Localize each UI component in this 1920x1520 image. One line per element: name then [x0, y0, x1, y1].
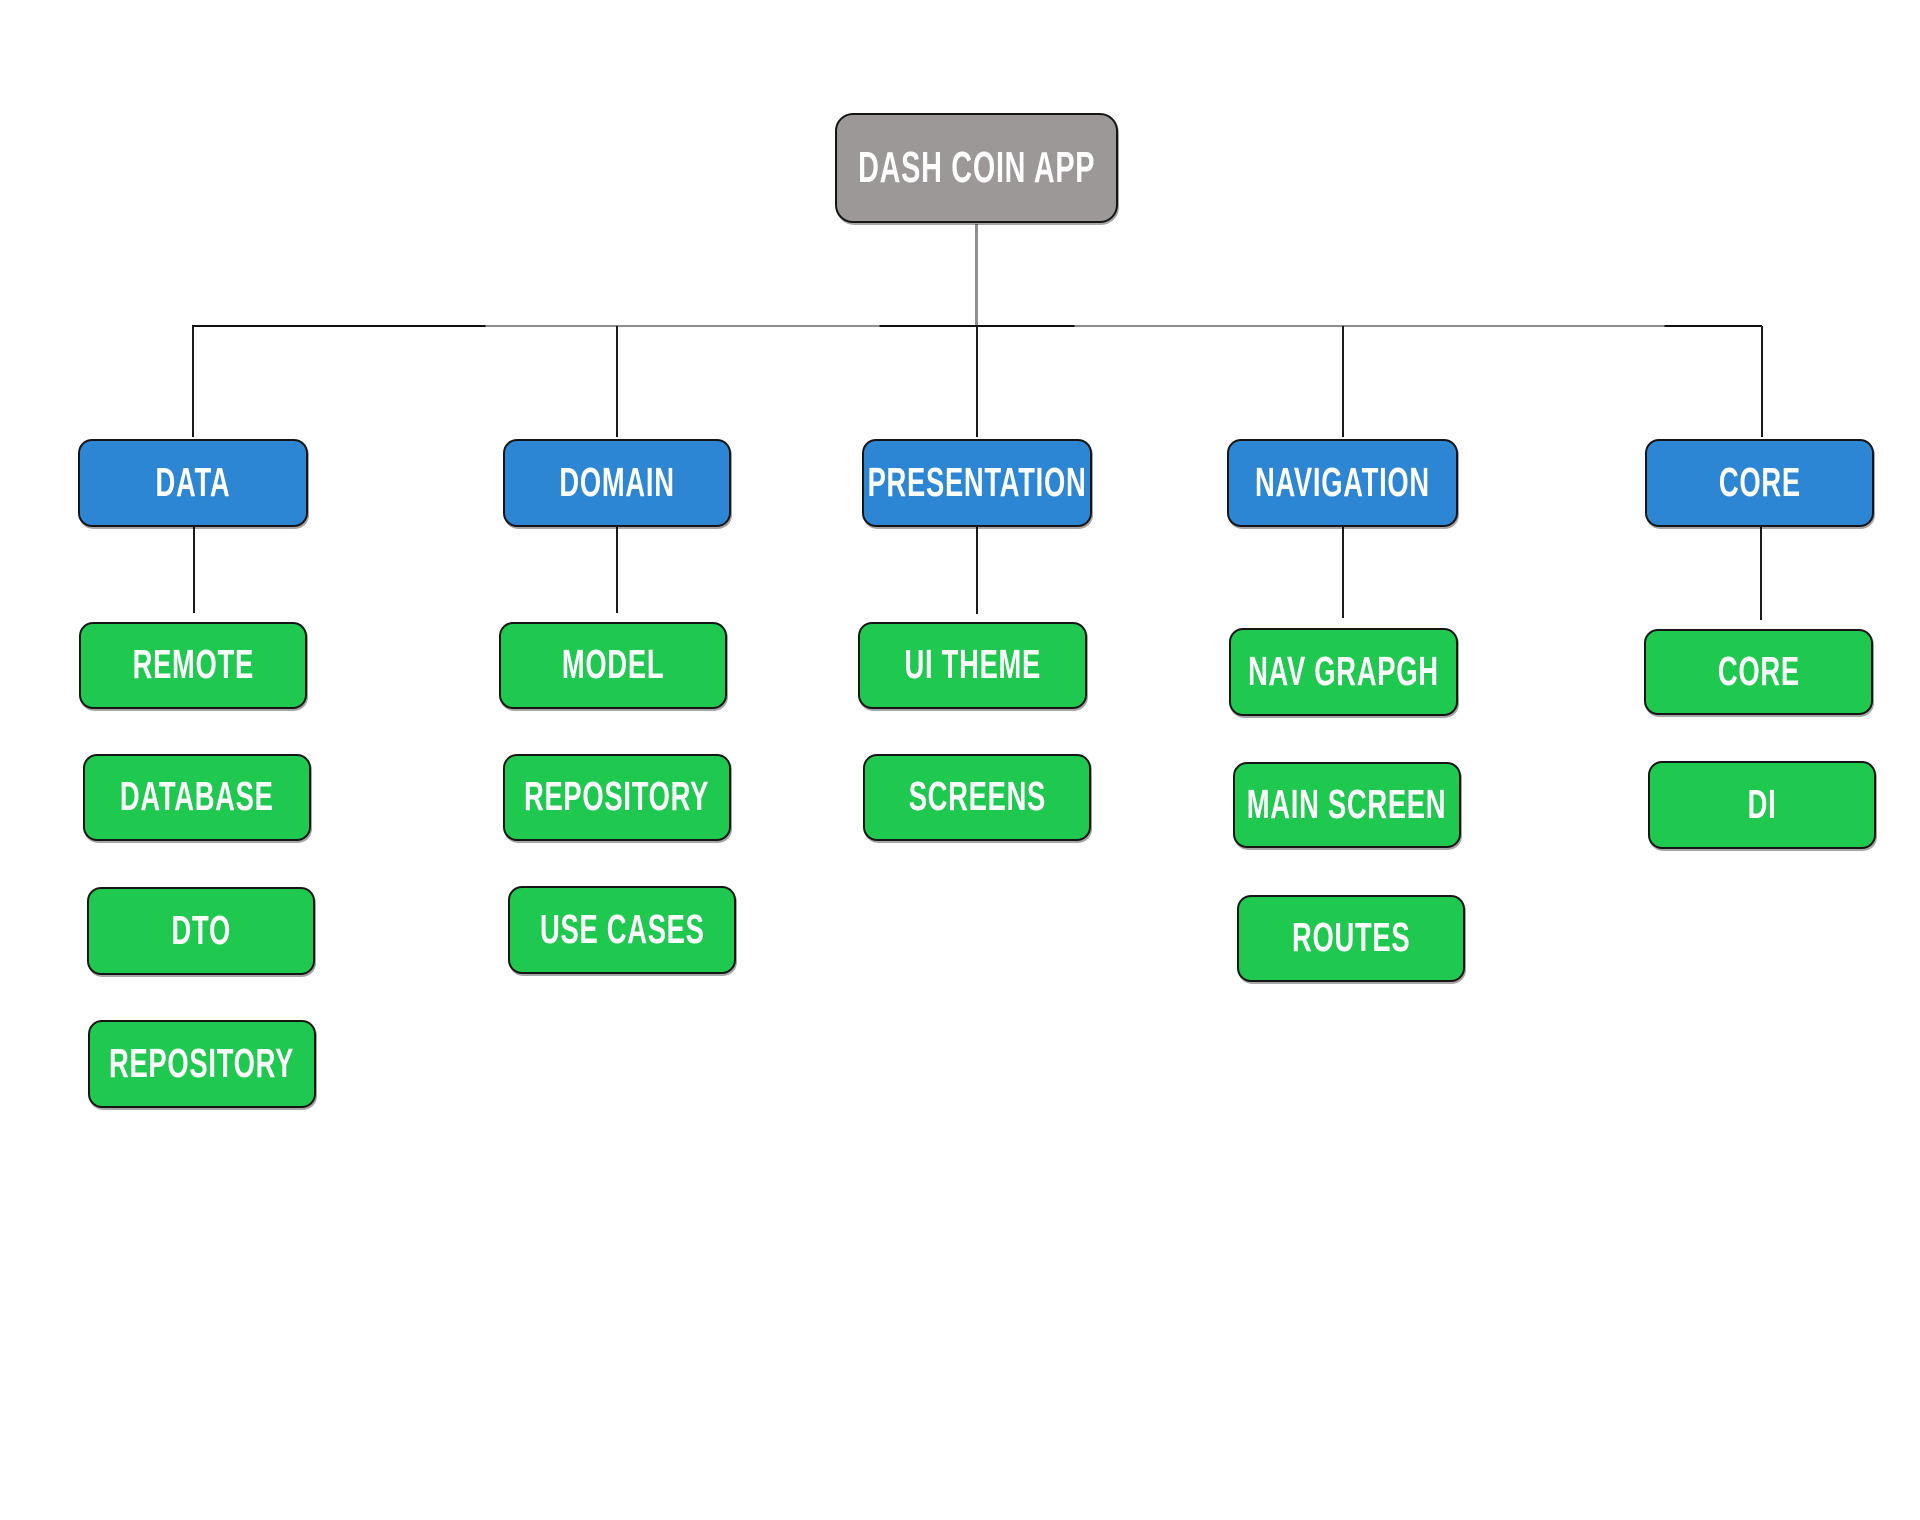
branch-node-domain-label: DOMAIN [559, 459, 675, 506]
leaf-node-core-label: CORE [1717, 648, 1800, 695]
leaf-node-remote[interactable]: REMOTE [79, 622, 307, 709]
leaf-node-domain-repository-label: REPOSITORY [524, 774, 710, 820]
leaf-node-di[interactable]: DI [1648, 761, 1876, 849]
connector-branch-drop-data [192, 326, 194, 437]
root-node[interactable]: DASH COIN APP [835, 113, 1118, 223]
leaf-node-model[interactable]: MODEL [499, 622, 727, 709]
connector-leaf-drop-data [193, 527, 195, 613]
leaf-node-di-label: DI [1747, 781, 1777, 828]
connector-branch-drop-navigation [1342, 326, 1344, 437]
leaf-node-routes-label: ROUTES [1291, 915, 1411, 961]
branch-node-presentation[interactable]: PRESENTATION [862, 439, 1092, 527]
root-node-label: DASH COIN APP [857, 143, 1096, 192]
branch-node-domain[interactable]: DOMAIN [503, 439, 731, 527]
leaf-node-main-screen[interactable]: MAIN SCREEN [1233, 762, 1461, 848]
branch-node-core[interactable]: CORE [1645, 439, 1874, 527]
branch-node-navigation[interactable]: NAVIGATION [1227, 439, 1458, 527]
leaf-node-data-repository[interactable]: REPOSITORY [88, 1020, 316, 1108]
leaf-node-use-cases-label: USE CASES [539, 906, 705, 953]
leaf-node-main-screen-label: MAIN SCREEN [1247, 781, 1447, 828]
connector-leaf-drop-domain [616, 527, 618, 613]
connector-root-drop [975, 224, 978, 326]
leaf-node-remote-label: REMOTE [132, 642, 254, 688]
leaf-node-dto-label: DTO [171, 907, 231, 954]
leaf-node-database[interactable]: DATABASE [83, 754, 311, 841]
leaf-node-data-repository-label: REPOSITORY [109, 1040, 295, 1087]
leaf-node-core[interactable]: CORE [1644, 629, 1873, 715]
connector-branch-drop-core [1761, 326, 1763, 437]
connector-trunk [192, 325, 1762, 327]
leaf-node-domain-repository[interactable]: REPOSITORY [503, 754, 731, 841]
leaf-node-nav-grapgh[interactable]: NAV GRAPGH [1229, 628, 1458, 716]
leaf-node-screens-label: SCREENS [908, 774, 1046, 820]
leaf-node-nav-grapgh-label: NAV GRAPGH [1248, 648, 1439, 695]
leaf-node-use-cases[interactable]: USE CASES [508, 886, 736, 974]
branch-node-presentation-label: PRESENTATION [867, 459, 1087, 506]
leaf-node-screens[interactable]: SCREENS [863, 754, 1091, 841]
leaf-node-ui-theme[interactable]: UI THEME [858, 622, 1087, 709]
branch-node-data-label: DATA [155, 459, 231, 506]
branch-node-data[interactable]: DATA [78, 439, 308, 527]
leaf-node-model-label: MODEL [561, 642, 665, 688]
branch-node-core-label: CORE [1718, 459, 1801, 506]
connector-leaf-drop-navigation [1342, 527, 1344, 618]
branch-node-navigation-label: NAVIGATION [1255, 459, 1430, 506]
leaf-node-database-label: DATABASE [120, 774, 274, 820]
leaf-node-dto[interactable]: DTO [87, 887, 315, 975]
leaf-node-ui-theme-label: UI THEME [904, 642, 1041, 688]
connector-branch-drop-domain [616, 326, 618, 437]
connector-leaf-drop-core [1760, 527, 1762, 620]
connector-leaf-drop-presentation [976, 527, 978, 614]
leaf-node-routes[interactable]: ROUTES [1237, 895, 1465, 982]
connector-branch-drop-presentation [976, 326, 978, 437]
